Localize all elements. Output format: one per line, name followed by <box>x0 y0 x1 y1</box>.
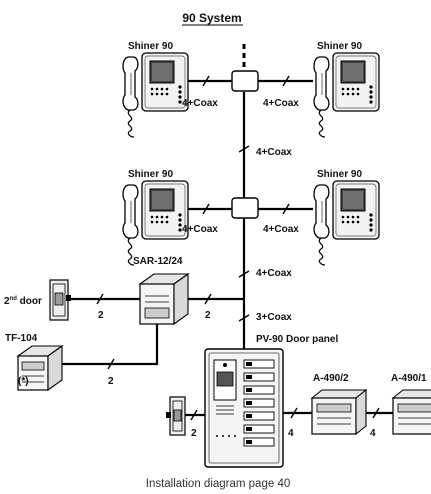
cable-label-door-to-sar: 2 <box>98 310 104 321</box>
riser-continuation-dots <box>242 44 246 67</box>
tick-top-right <box>282 75 290 87</box>
tick-riser-lower <box>238 270 250 278</box>
wire-tf-to-sar <box>62 324 159 366</box>
second-door-label: 2nd door <box>4 296 42 307</box>
tick-lock-to-panel <box>190 409 198 421</box>
tick-mid-left <box>202 203 210 215</box>
cable-label-top-left: 4+Coax <box>182 98 218 109</box>
monitor-mid-right-label: Shiner 90 <box>317 169 362 180</box>
tick-panel-to-a490-2 <box>290 407 298 419</box>
panel-label: PV-90 Door panel <box>256 334 338 345</box>
pv90-door-panel <box>204 348 284 468</box>
sar-label: SAR-12/24 <box>133 256 183 267</box>
tf104-transformer <box>16 344 64 392</box>
diagram-title: 90 System <box>182 11 241 25</box>
a490-2-module <box>310 388 368 436</box>
sar-relay-module <box>138 272 190 326</box>
main-door-lock <box>166 396 186 436</box>
tick-door-to-sar <box>96 293 104 305</box>
tick-riser-upper <box>238 145 250 153</box>
tick-mid-right <box>282 203 290 215</box>
cable-label-lock-to-panel: 2 <box>191 428 197 439</box>
cable-label-top-right: 4+Coax <box>263 98 299 109</box>
tick-tf-to-sar <box>107 358 115 370</box>
cable-label-riser-lower: 4+Coax <box>256 268 292 279</box>
second-door-lock <box>49 279 71 321</box>
tf-note: (*) <box>18 376 29 387</box>
monitor-mid-left-label: Shiner 90 <box>128 169 173 180</box>
a490-1-label: A-490/1 <box>391 373 427 384</box>
a490-1-module <box>391 389 431 435</box>
tick-a490-2-to-a490-1 <box>372 407 380 419</box>
cable-label-riser-door: 3+Coax <box>256 312 292 323</box>
monitor-top-right <box>313 52 380 138</box>
cable-label-panel-to-a490-2: 4 <box>288 428 294 439</box>
diagram-caption: Installation diagram page 40 <box>146 478 291 490</box>
monitor-mid-left <box>122 180 189 266</box>
distributor-box-middle <box>231 197 259 219</box>
monitor-mid-right <box>313 180 380 266</box>
cable-label-mid-right: 4+Coax <box>263 224 299 235</box>
a490-2-label: A-490/2 <box>313 373 349 384</box>
tick-riser-door <box>238 314 250 322</box>
cable-label-riser-upper: 4+Coax <box>256 147 292 158</box>
monitor-top-left-label: Shiner 90 <box>128 41 173 52</box>
cable-label-a490-2-to-a490-1: 4 <box>370 428 376 439</box>
tf-label: TF-104 <box>5 333 38 344</box>
cable-label-tf-to-sar: 2 <box>108 376 114 387</box>
cable-label-sar-to-riser: 2 <box>205 310 211 321</box>
monitor-top-left <box>122 52 189 138</box>
cable-label-mid-left: 4+Coax <box>182 224 218 235</box>
distributor-box-top <box>231 70 259 92</box>
tick-sar-to-riser <box>204 293 212 305</box>
tick-top-left <box>202 75 210 87</box>
monitor-top-right-label: Shiner 90 <box>317 41 362 52</box>
